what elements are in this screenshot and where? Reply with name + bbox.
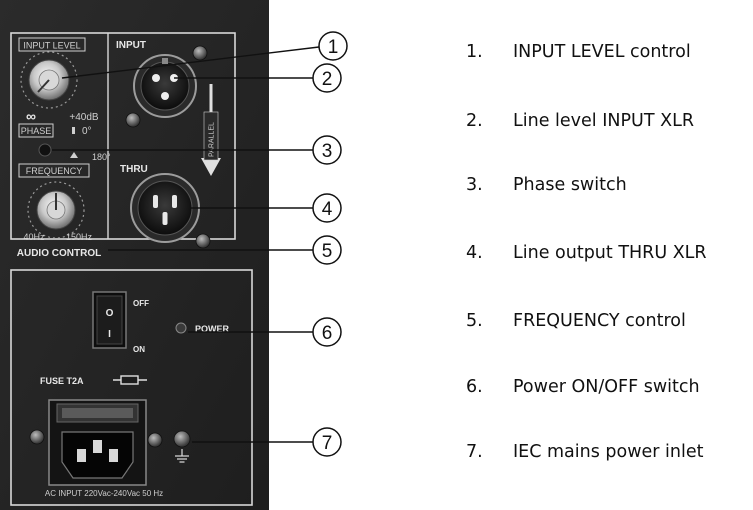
svg-text:1: 1: [328, 37, 339, 58]
legend-item-number: 5.: [466, 311, 483, 331]
ac-input-label: AC INPUT 220Vac-240Vac 50 Hz: [45, 489, 163, 498]
power-on-label: ON: [133, 345, 145, 354]
svg-text:5: 5: [322, 241, 333, 262]
fuse-icon: [113, 375, 147, 385]
legend-item-text: Line output THRU XLR: [513, 243, 707, 263]
frequency-min-label: 40Hz: [23, 232, 45, 242]
power-section: O I OFF ON POWER FUSE T2A: [10, 269, 253, 506]
fuse-label: FUSE T2A: [40, 376, 84, 386]
iec-screw-right: [147, 432, 163, 448]
legend-item: 6. Power ON/OFF switch: [466, 377, 700, 397]
legend-item: 5. FREQUENCY control: [466, 311, 686, 331]
legend-item-text: Power ON/OFF switch: [513, 377, 700, 397]
switch-bottom-label: I: [108, 329, 111, 340]
parallel-label: PARALLEL: [209, 122, 216, 157]
thru-xlr-screw-bottom: [195, 233, 211, 249]
power-led: [175, 322, 187, 334]
phase-switch[interactable]: [38, 143, 52, 157]
frequency-max-label: 150Hz: [66, 232, 93, 242]
phase-label: PHASE: [21, 126, 52, 136]
legend-item: 4. Line output THRU XLR: [466, 243, 707, 263]
power-off-label: OFF: [133, 299, 149, 308]
legend-item-number: 1.: [466, 42, 483, 62]
callout-7: 7: [312, 427, 342, 457]
legend-item: 7. IEC mains power inlet: [466, 442, 704, 462]
input-xlr-screw-top: [192, 45, 208, 61]
power-label: POWER: [195, 324, 230, 334]
legend-item-text: INPUT LEVEL control: [513, 42, 691, 62]
frequency-knob[interactable]: [27, 181, 85, 239]
legend-item: 1. INPUT LEVEL control: [466, 42, 691, 62]
legend-item-number: 2.: [466, 111, 483, 131]
legend-item-number: 6.: [466, 377, 483, 397]
input-level-label: INPUT LEVEL: [23, 41, 80, 51]
audio-control-title: AUDIO CONTROL: [17, 248, 101, 259]
input-level-knob[interactable]: [20, 51, 78, 109]
switch-top-label: O: [106, 308, 114, 319]
legend-item-text: Line level INPUT XLR: [513, 111, 694, 131]
iec-power-inlet[interactable]: [48, 399, 147, 486]
phase-0-label: 0°: [82, 126, 92, 137]
callout-2: 2: [312, 63, 342, 93]
parallel-arrow: PARALLEL: [201, 84, 221, 176]
power-rocker-switch[interactable]: O I: [92, 291, 127, 349]
legend-item-number: 7.: [466, 442, 483, 462]
frequency-label: FREQUENCY: [26, 166, 83, 176]
legend-item-text: IEC mains power inlet: [513, 442, 704, 462]
legend-item: 2. Line level INPUT XLR: [466, 111, 694, 131]
callout-4: 4: [312, 193, 342, 223]
input-label: INPUT: [116, 40, 146, 51]
svg-text:3: 3: [322, 141, 333, 162]
callout-markers: 1 2 3 4 5 6 7: [312, 31, 348, 457]
phase-0-marker: [72, 127, 75, 134]
leader-line-1: [61, 46, 320, 79]
input-level-max-label: +40dB: [69, 112, 99, 123]
phase-180-marker: [70, 152, 78, 158]
thru-xlr-connector[interactable]: [130, 173, 200, 243]
svg-text:2: 2: [322, 69, 333, 90]
phase-180-label: 180°: [92, 152, 111, 162]
callout-3: 3: [312, 135, 342, 165]
callout-leader-lines: [52, 46, 320, 443]
input-xlr-connector[interactable]: [133, 54, 197, 118]
callout-6: 6: [312, 317, 342, 347]
legend-item: 3. Phase switch: [466, 175, 627, 195]
legend-item-number: 3.: [466, 175, 483, 195]
callout-1: 1: [318, 31, 348, 61]
thru-label: THRU: [120, 164, 148, 175]
legend-item-text: FREQUENCY control: [513, 311, 686, 331]
ground-symbol-icon: [173, 430, 191, 463]
svg-text:7: 7: [322, 433, 333, 454]
input-xlr-screw-bottom: [125, 112, 141, 128]
legend-item-number: 4.: [466, 243, 483, 263]
callout-5: 5: [312, 235, 342, 265]
xlr-section: INPUT PARALLEL THRU: [116, 40, 221, 249]
svg-text:4: 4: [322, 199, 333, 220]
iec-screw-left: [29, 429, 45, 445]
legend-item-text: Phase switch: [513, 175, 627, 195]
audio-control-section: INPUT LEVEL ∞ +40dB PHASE 0° 180° FREQUE…: [10, 32, 236, 259]
input-level-min-label: ∞: [26, 108, 36, 124]
svg-text:6: 6: [322, 323, 333, 344]
